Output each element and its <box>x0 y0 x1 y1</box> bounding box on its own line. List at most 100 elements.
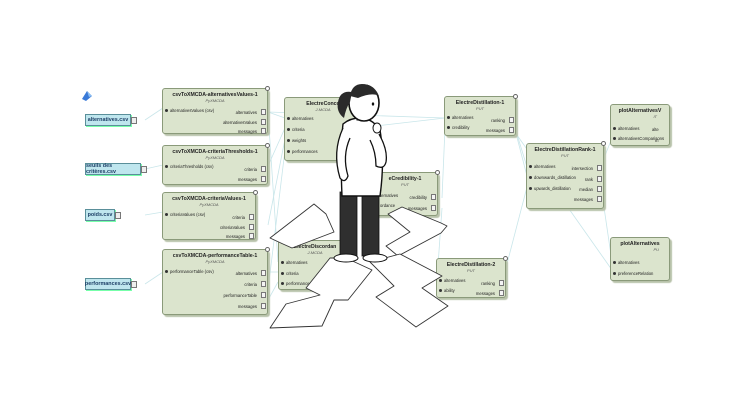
input-port[interactable]: criteriaValues (csv) <box>164 212 206 217</box>
node-subtitle: PU <box>653 247 659 252</box>
output-port[interactable]: rank <box>585 176 602 182</box>
node-title: csvToXMCDA-criteriaValues-1 <box>172 196 246 202</box>
port-box-icon <box>509 117 514 123</box>
input-port[interactable]: alternatives <box>528 164 556 169</box>
output-port-icon[interactable] <box>131 117 137 124</box>
port-box-icon <box>261 166 266 172</box>
input-port[interactable]: preferenceRelation <box>612 271 654 276</box>
output-port[interactable]: messages <box>237 303 266 309</box>
input-alternatives-csv[interactable]: alternatives.csv <box>85 114 137 126</box>
output-port-icon[interactable] <box>131 281 137 288</box>
node-electre-distillation-rank[interactable]: ElectreDistillationRank-1 PUT alternativ… <box>526 141 606 209</box>
output-port[interactable]: criteria <box>244 281 266 287</box>
node-status-icon <box>435 170 440 175</box>
port-box-icon <box>261 270 266 276</box>
node-csvToXMCDA-criteriaValues[interactable]: csvToXMCDA-criteriaValues-1 PyXMCDA crit… <box>162 190 258 240</box>
node-status-icon <box>265 247 270 252</box>
input-port[interactable]: alternatives <box>280 260 308 265</box>
output-port[interactable]: messages <box>574 196 602 202</box>
port-label: messages <box>237 304 257 309</box>
node-title: plotAlternativesV <box>618 108 662 114</box>
port-label: credibility <box>409 195 427 200</box>
node-electre-distillation-1[interactable]: ElectreDistillation-1 PUT alternatives c… <box>444 94 518 136</box>
node-subtitle: PUT <box>401 182 409 187</box>
input-port[interactable]: weights <box>286 138 307 143</box>
output-port[interactable]: performanceTable <box>223 292 266 298</box>
input-port[interactable]: alternativesComparisons <box>612 136 665 141</box>
output-port[interactable]: messages <box>238 176 266 182</box>
node-subtitle: PyXMCDA <box>205 259 225 264</box>
output-port[interactable]: alternativesValues <box>223 119 266 125</box>
input-port[interactable]: alternatives <box>286 116 314 121</box>
input-port[interactable]: downwards_distillation <box>529 175 576 180</box>
node-title: ElectreConco <box>306 101 340 107</box>
port-label: criteria <box>244 167 257 172</box>
input-port[interactable]: performanceTable (csv) <box>165 269 214 274</box>
node-title: ElectreDistillation-2 <box>446 262 496 268</box>
port-box-icon <box>249 214 254 220</box>
input-port[interactable]: credibility <box>446 125 470 130</box>
node-status-icon <box>265 143 270 148</box>
input-port[interactable]: performances <box>281 281 312 286</box>
node-plot-alternatives-comparisons[interactable]: plotAlternatives PU alternatives prefere… <box>610 237 670 281</box>
port-box-icon <box>509 127 514 133</box>
output-port-icon[interactable] <box>115 212 121 219</box>
output-port[interactable]: messages <box>226 233 254 239</box>
node-plot-alternatives-values[interactable]: plotAlternativesV IT alternatives altern… <box>610 104 670 146</box>
port-box-icon <box>597 176 602 182</box>
left-arm <box>336 127 351 182</box>
output-port[interactable]: m <box>655 138 659 143</box>
input-port[interactable]: alternativesValues (csv) <box>164 108 215 113</box>
port-label: criteria <box>232 215 245 220</box>
input-port[interactable]: alternatives <box>612 260 640 265</box>
input-label: poids.csv <box>87 212 113 218</box>
input-port[interactable]: alternatives <box>438 278 466 283</box>
node-title: csvToXMCDA-performanceTable-1 <box>172 253 258 259</box>
output-port[interactable]: alternatives <box>236 109 266 115</box>
input-port[interactable]: ability <box>439 288 455 293</box>
port-box-icon <box>499 290 504 296</box>
output-port[interactable]: median <box>579 186 602 192</box>
port-box-icon <box>499 280 504 286</box>
input-port[interactable]: criteria <box>281 271 299 276</box>
input-performances-csv[interactable]: performances.csv <box>85 278 137 290</box>
output-port[interactable]: alte <box>652 127 659 132</box>
output-port[interactable]: criteria <box>244 166 266 172</box>
port-box-icon <box>249 233 254 239</box>
input-port[interactable]: criteriaThresholds (csv) <box>165 164 214 169</box>
input-port[interactable]: alternatives <box>612 126 640 131</box>
output-port[interactable]: messages <box>476 290 504 296</box>
output-port[interactable]: messages <box>486 127 514 133</box>
output-port[interactable]: messages <box>408 205 436 211</box>
output-port[interactable]: ranking <box>481 280 504 286</box>
port-label: alternatives <box>235 271 257 276</box>
port-box-icon <box>261 119 266 125</box>
port-label: criteriaValues <box>219 225 245 230</box>
node-status-icon <box>513 94 518 99</box>
input-port[interactable]: alternatives <box>446 115 474 120</box>
input-port[interactable]: criteria <box>287 127 305 132</box>
output-port[interactable]: intersection <box>572 165 602 171</box>
port-box-icon <box>261 128 266 134</box>
output-port[interactable]: alternatives <box>235 270 266 276</box>
hand-at-chin <box>372 122 382 134</box>
crossroads-arrows-icon <box>269 203 449 329</box>
output-port[interactable]: criteria <box>232 214 254 220</box>
node-status-icon <box>503 256 508 261</box>
node-csvToXMCDA-alternativesValues[interactable]: csvToXMCDA-alternativesValues-1 PyXMCDA … <box>162 86 270 134</box>
output-port[interactable]: criteriaValues <box>219 224 254 230</box>
output-port[interactable]: ranking <box>491 117 514 123</box>
input-seuils-criteres-csv[interactable]: seuils des critères.csv <box>85 163 147 175</box>
node-subtitle: J-MCDA <box>315 107 331 112</box>
output-port-icon[interactable] <box>141 166 147 173</box>
node-csvToXMCDA-performanceTable[interactable]: csvToXMCDA-performanceTable-1 PyXMCDA pe… <box>162 247 270 315</box>
input-port[interactable]: upwards_distillation <box>529 186 571 191</box>
output-port[interactable]: credibility <box>409 194 436 200</box>
node-csvToXMCDA-criteriaThresholds[interactable]: csvToXMCDA-criteriaThresholds-1 PyXMCDA … <box>162 143 270 185</box>
left-shoe <box>333 253 359 263</box>
input-port[interactable]: performances <box>287 149 318 154</box>
output-port[interactable]: messages <box>238 128 266 134</box>
port-box-icon <box>431 194 436 200</box>
node-electre-distillation-2[interactable]: ElectreDistillation-2 PUT alternatives a… <box>436 256 508 298</box>
input-poids-csv[interactable]: poids.csv <box>85 209 121 221</box>
